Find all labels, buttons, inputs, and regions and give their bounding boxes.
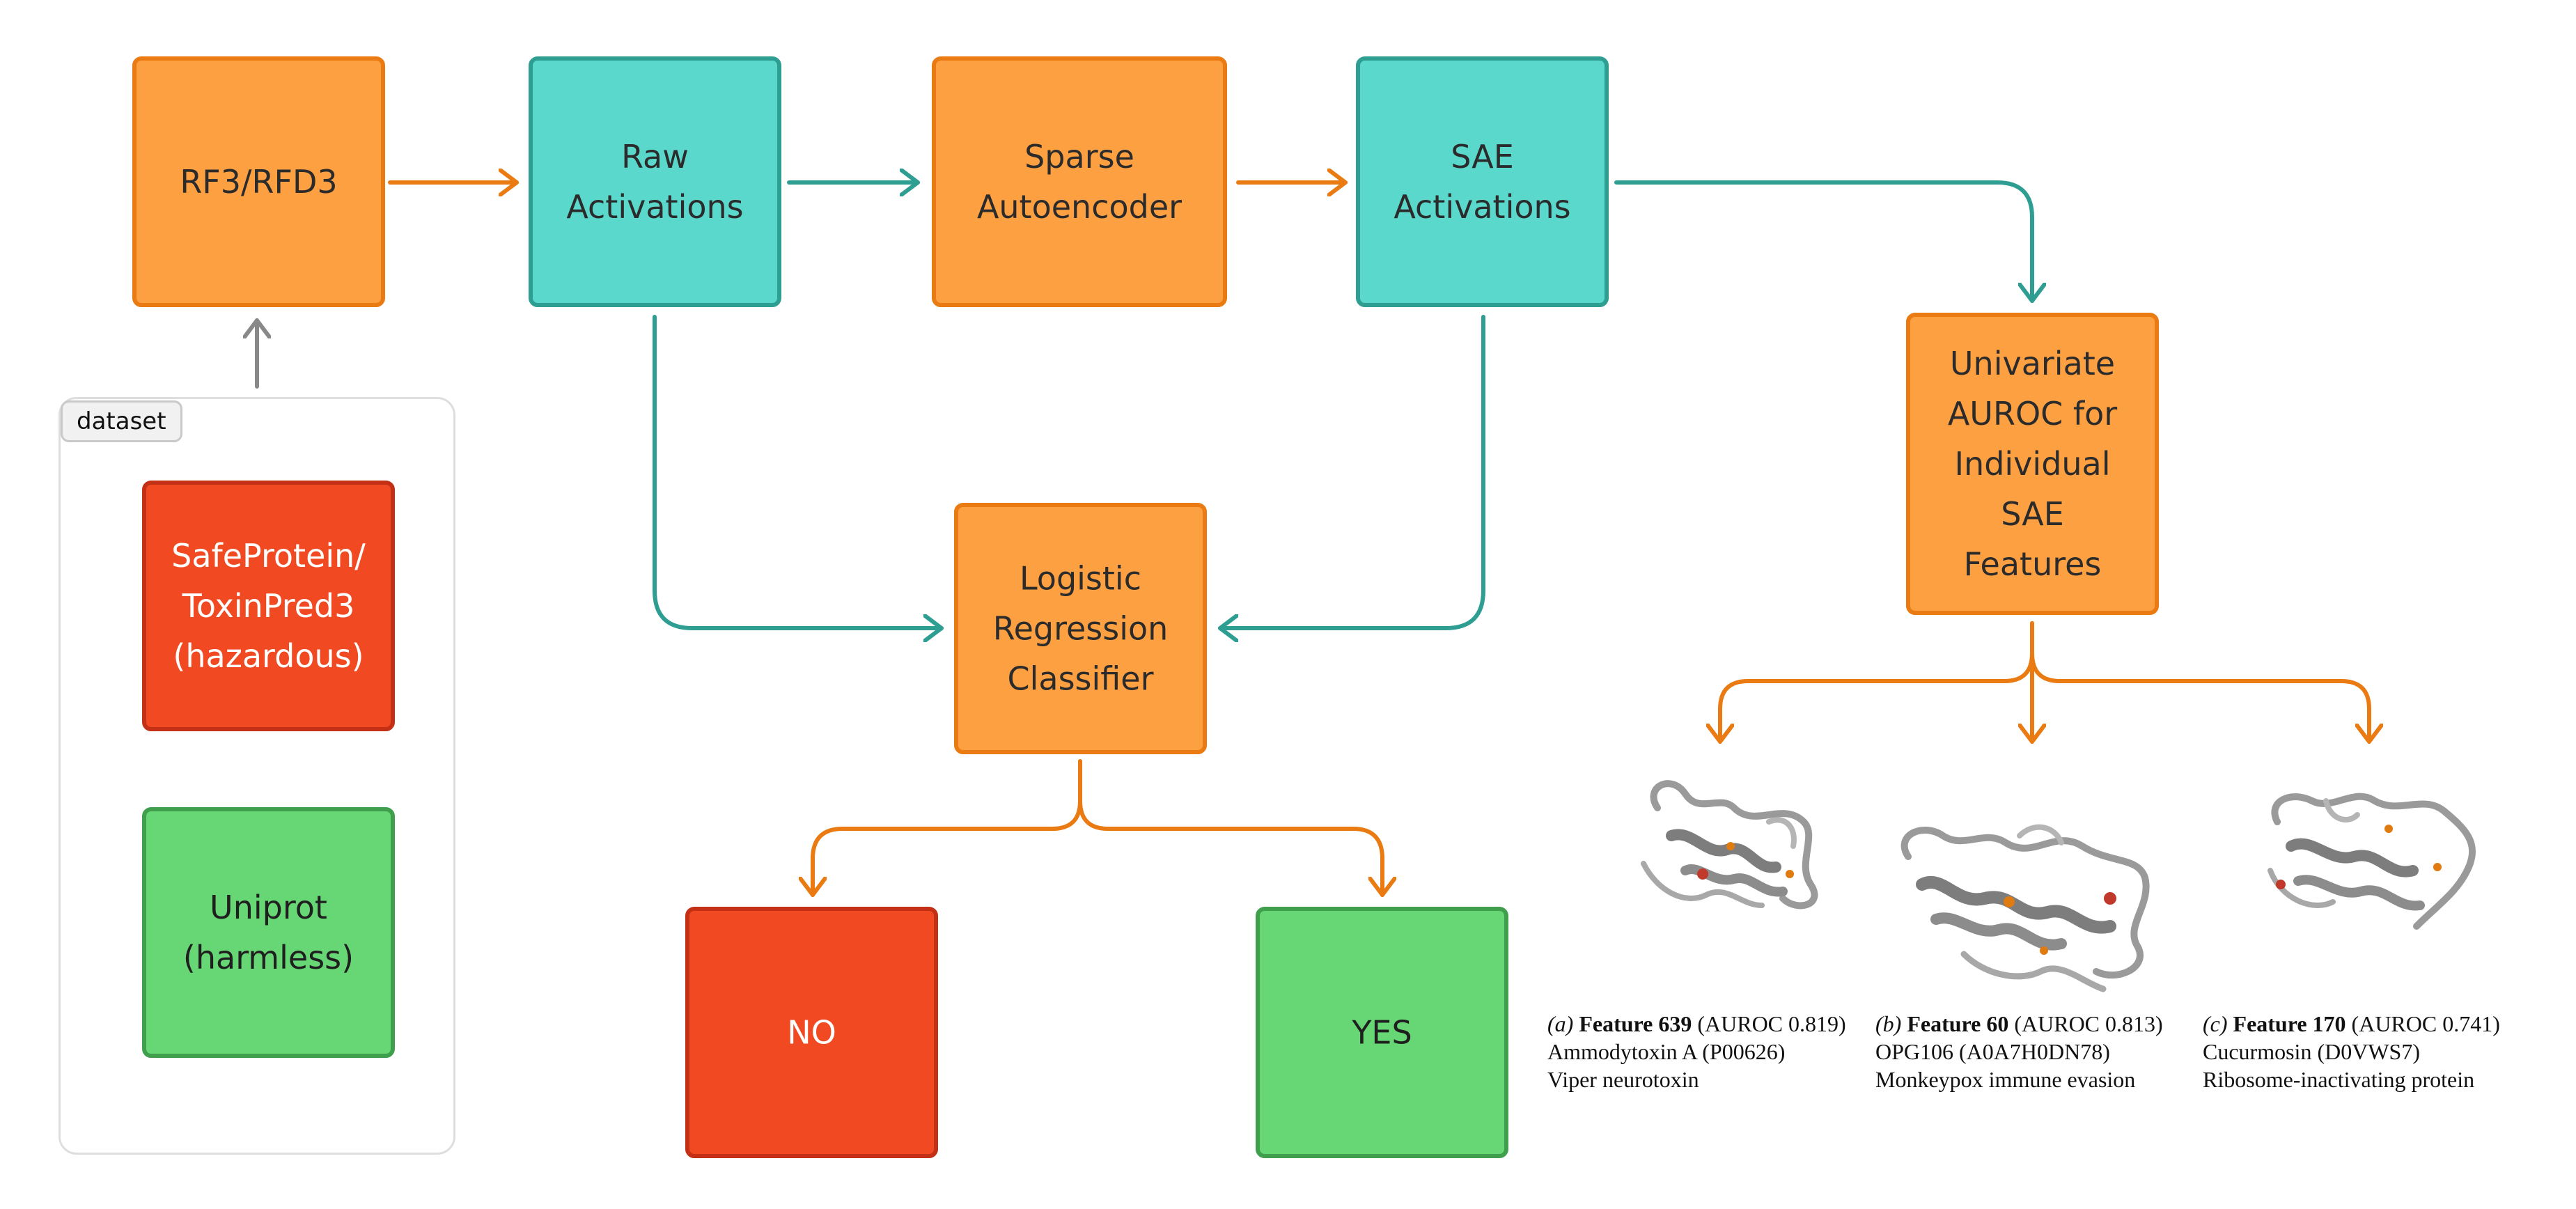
node-rf3-box	[132, 56, 385, 307]
node-uniprot-box	[142, 807, 395, 1058]
node-sae: SAE Activations	[1356, 56, 1609, 307]
dataset-label: dataset	[61, 400, 182, 442]
arrow-sae-to-logistic	[1218, 315, 1485, 628]
node-safeprotein: SafeProtein/ToxinPred3 (hazardous)	[142, 481, 395, 731]
caption-a-feature: Feature 639	[1579, 1011, 1692, 1036]
caption-c-label: (c)	[2203, 1011, 2228, 1036]
dataset-container	[58, 397, 455, 1155]
caption-c-auroc: (AUROC 0.741)	[2351, 1011, 2500, 1036]
caption-c-description: Ribosome-inactivating protein	[2203, 1067, 2475, 1092]
caption-b-description: Monkeypox immune evasion	[1875, 1067, 2136, 1092]
node-univariate-box	[1906, 313, 2159, 615]
node-no-label-line: NO	[787, 1014, 836, 1052]
caption-a-label: (a)	[1547, 1011, 1574, 1036]
caption-b-protein: OPG106 (A0A7H0DN78)	[1875, 1039, 2110, 1064]
node-sparse-label-line: Autoencoder	[977, 188, 1182, 226]
node-yes-label-line: YES	[1351, 1014, 1412, 1052]
caption-c-feature: Feature 170	[2233, 1011, 2346, 1036]
node-uniprot-label-line: Uniprot	[210, 889, 327, 926]
caption-a-protein: Ammodytoxin A (P00626)	[1547, 1039, 1786, 1064]
arrow-univariate-to-a	[1720, 621, 2034, 744]
node-raw-box	[529, 56, 781, 307]
caption-a-description: Viper neurotoxin	[1547, 1067, 1699, 1092]
node-logistic-label-line: Regression	[993, 610, 1169, 648]
node-rf3-label-line: RF3/RFD3	[180, 163, 337, 201]
node-safeprotein-label-line: ToxinPred3	[182, 587, 355, 625]
node-uniprot-label-line: (harmless)	[183, 939, 354, 976]
caption-feature-a: (a) Feature 639 (AUROC 0.819) Ammodytoxi…	[1547, 1010, 1846, 1093]
node-univariate-label-line: Individual	[1954, 445, 2110, 483]
node-sparse-box	[932, 56, 1227, 307]
protein-structure-a-image	[1641, 780, 1818, 910]
node-sae-box	[1356, 56, 1609, 307]
caption-c-protein: Cucurmosin (D0VWS7)	[2203, 1039, 2420, 1064]
caption-b-label: (b)	[1875, 1011, 1902, 1036]
node-safeprotein-label-line: SafeProtein/	[171, 537, 366, 575]
node-yes: YES	[1256, 907, 1508, 1158]
node-univariate-label-line: SAE	[2001, 495, 2064, 533]
node-logistic-box	[954, 503, 1207, 754]
caption-feature-c: (c) Feature 170 (AUROC 0.741) Cucurmosin…	[2203, 1010, 2500, 1093]
protein-structure-b-image	[1900, 824, 2150, 992]
node-univariate-label-line: Features	[1964, 545, 2102, 583]
node-raw-label-line: Raw	[621, 138, 689, 176]
node-sparse-label-line: Sparse	[1024, 138, 1134, 176]
arrow-logistic-to-no	[813, 759, 1082, 897]
node-logistic-label-line: Logistic	[1020, 560, 1141, 598]
protein-structure-c-image	[2267, 793, 2476, 930]
node-no: NO	[685, 907, 938, 1158]
node-uniprot: Uniprot (harmless)	[142, 807, 395, 1058]
node-raw-label-line: Activations	[566, 188, 743, 226]
caption-b-feature: Feature 60	[1907, 1011, 2009, 1036]
node-univariate-label-line: Univariate	[1950, 345, 2115, 382]
node-rf3: RF3/RFD3	[132, 56, 385, 307]
arrow-univariate-to-c	[2030, 621, 2369, 744]
node-safeprotein-box	[142, 481, 395, 731]
node-sae-label-line: SAE	[1451, 138, 1514, 176]
node-univariate-label-line: AUROC for	[1948, 395, 2117, 432]
node-sae-label-line: Activations	[1394, 188, 1570, 226]
caption-a-auroc: (AUROC 0.819)	[1697, 1011, 1846, 1036]
arrow-logistic-to-yes	[1078, 759, 1382, 897]
caption-b-auroc: (AUROC 0.813)	[2014, 1011, 2163, 1036]
node-logistic-label-line: Classifier	[1008, 660, 1154, 698]
caption-feature-b: (b) Feature 60 (AUROC 0.813) OPG106 (A0A…	[1875, 1010, 2163, 1093]
arrow-raw-to-logistic	[653, 315, 944, 628]
node-no-box	[685, 907, 938, 1158]
node-yes-box	[1256, 907, 1508, 1158]
arrow-sae-to-univariate	[1614, 180, 2032, 303]
node-safeprotein-label-line: (hazardous)	[173, 637, 364, 675]
